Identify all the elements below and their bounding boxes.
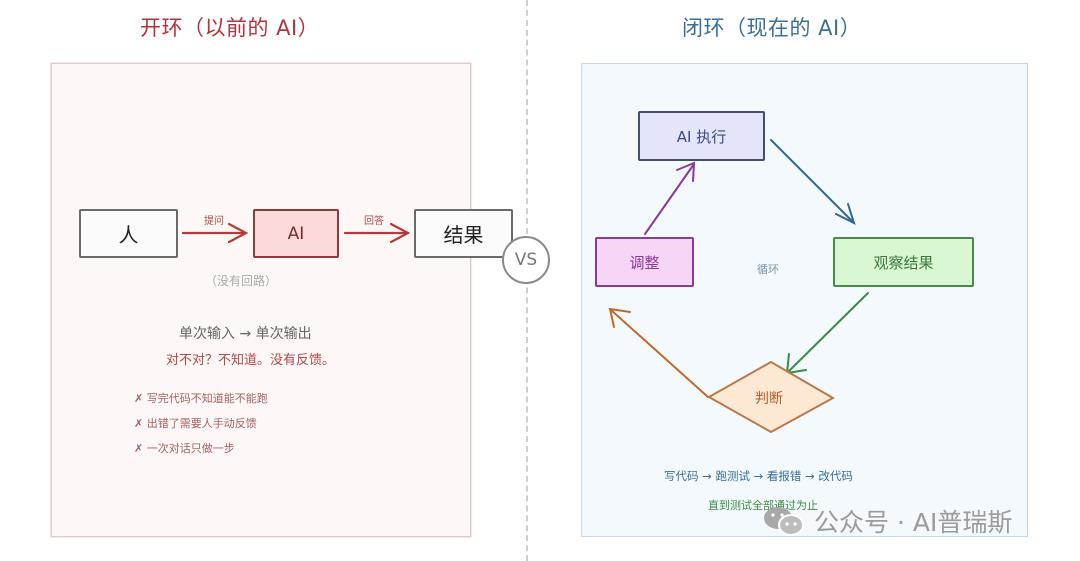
cons-item: ✗ 写完代码不知道能不能跑 [134,390,268,415]
node-ai: AI [253,209,339,258]
node-execute-label: AI 执行 [676,127,727,146]
arrow-execute-to-observe [770,139,856,225]
edge-label-ask: 提问 [204,216,224,227]
node-ai-label: AI [287,223,305,244]
closed-loop-title: 闭环（现在的 AI） [682,16,862,40]
cons-list: ✗ 写完代码不知道能不能跑 ✗ 出错了需要人手动反馈 ✗ 一次对话只做一步 [134,390,268,465]
wechat-icon [762,504,806,538]
process-line: 写代码 → 跑测试 → 看报错 → 改代码 [664,469,853,483]
open-loop-panel [51,63,471,537]
node-person-label: 人 [118,223,139,247]
open-loop-title: 开环（以前的 AI） [140,16,320,40]
node-judge-shape [706,360,836,434]
cons-item: ✗ 一次对话只做一步 [134,440,268,465]
edge-label-answer: 回答 [364,216,384,227]
feedback-line: 对不对？不知道。没有反馈。 [166,353,336,368]
cons-item-text: 写完代码不知道能不能跑 [146,392,268,405]
watermark-text: 公众号 · AI普瑞斯 [814,508,1013,537]
summary-line: 单次输入 → 单次输出 [179,326,312,342]
loop-label: 循环 [757,263,779,276]
node-execute: AI 执行 [638,111,765,161]
node-result-label: 结果 [443,223,484,247]
vs-label: VS [514,250,538,270]
cons-item-text: 一次对话只做一步 [146,442,235,455]
cross-icon: ✗ [134,392,144,405]
cons-item: ✗ 出错了需要人手动反馈 [134,415,268,440]
arrow-answer [343,222,411,244]
no-loop-note: （没有回路） [205,274,278,288]
cross-icon: ✗ [134,417,144,430]
arrow-observe-to-judge [785,292,869,375]
arrow-ask [181,222,249,244]
node-judge-label: 判断 [755,391,783,407]
vs-badge: VS [502,236,550,284]
node-observe-label: 观察结果 [873,253,934,272]
node-adjust: 调整 [595,237,694,287]
cross-icon: ✗ [134,442,144,455]
node-person: 人 [79,209,178,258]
arrow-adjust-to-execute [644,161,696,235]
cons-item-text: 出错了需要人手动反馈 [146,417,257,430]
node-adjust-label: 调整 [629,253,660,272]
node-observe: 观察结果 [833,237,974,287]
watermark: 公众号 · AI普瑞斯 [762,503,1012,539]
node-result: 结果 [414,209,513,258]
until-line: 直到测试全部通过为止 [708,499,818,512]
arrow-judge-to-adjust [608,307,709,398]
